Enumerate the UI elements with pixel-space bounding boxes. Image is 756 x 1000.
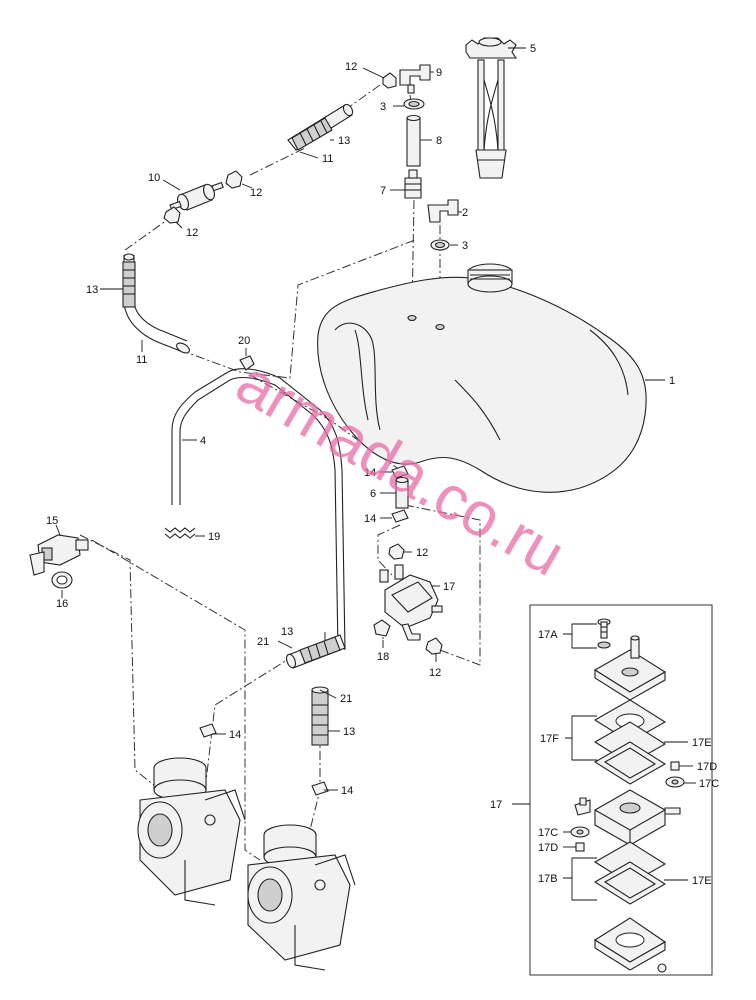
tube-8 [406, 114, 421, 167]
callout-8: 8 [436, 135, 442, 147]
callout-17F: 17F [540, 733, 559, 745]
hose-21-middle [285, 634, 346, 669]
carburetor-right [247, 824, 356, 971]
hose-6 [395, 476, 409, 509]
callout-17E-upper: 17E [692, 737, 712, 749]
nut-16 [51, 571, 73, 589]
leader-lines [55, 47, 696, 901]
pump-cover-top [593, 635, 667, 701]
callout-15: 15 [46, 515, 58, 527]
callout-17C-lower: 17C [538, 827, 558, 839]
clamp-12-pump-lower [425, 637, 443, 655]
callout-12-pump-lower: 12 [429, 667, 441, 679]
callout-17D-lower: 17D [538, 842, 558, 854]
callout-20: 20 [238, 335, 250, 347]
hose-21-lower [311, 686, 329, 746]
callout-13-left: 13 [86, 284, 98, 296]
callout-7: 7 [380, 185, 386, 197]
callout-labels: 1 2 3 3 4 5 6 7 8 9 10 11 11 12 12 12 12… [46, 43, 719, 887]
clip-20 [239, 355, 255, 371]
vent-fitting-lower [427, 199, 459, 223]
clamp-12-filter-left [163, 206, 181, 224]
callout-14-pump-top: 14 [364, 467, 376, 479]
callout-9: 9 [436, 67, 442, 79]
callout-14-pump-bottom: 14 [364, 513, 376, 525]
callout-11-left: 11 [136, 354, 147, 366]
clamp-14-left-carb [199, 723, 217, 738]
clamp-14-pump-bottom [391, 509, 409, 523]
callout-13-lower: 13 [343, 726, 355, 738]
callout-17A: 17A [538, 629, 558, 641]
callout-6: 6 [370, 488, 376, 500]
pump-cover-bottom [593, 917, 667, 973]
bracket-18 [373, 619, 391, 637]
fuel-gauge-sender [465, 37, 518, 179]
callout-17C-upper: 17C [699, 778, 719, 790]
valve-seat-17C-upper [665, 776, 685, 788]
callout-17-main: 17 [490, 799, 502, 811]
clamp-12-pump-upper [388, 543, 405, 560]
diaphragm-17E-mid [593, 741, 667, 785]
fuel-filter [169, 181, 224, 211]
clamp-14-right-carb [311, 781, 329, 796]
washer-17A [597, 641, 611, 649]
callout-19: 19 [208, 531, 220, 543]
fuel-tank [317, 263, 647, 493]
screw-17A [597, 618, 611, 639]
gasket-17B [593, 861, 667, 905]
clamp-14-pump-top [391, 465, 409, 479]
hose-11-upper [287, 103, 354, 151]
callout-3-upper: 3 [380, 101, 386, 113]
callout-4: 4 [200, 435, 206, 447]
spring-19 [164, 527, 196, 539]
hose-11-left [122, 253, 190, 354]
callout-21-middle: 21 [257, 636, 269, 648]
callout-13-upper: 13 [338, 135, 350, 147]
callout-10: 10 [148, 172, 160, 184]
callout-17-pump: 17 [443, 581, 455, 593]
carburetor-left [137, 757, 246, 906]
callout-17E-lower: 17E [692, 875, 712, 887]
pump-exploded-box [529, 604, 713, 976]
callout-14-right-carb: 14 [341, 785, 353, 797]
callout-21-lower: 21 [340, 693, 352, 705]
valve-17D-upper [670, 761, 680, 771]
vent-fitting-upper [399, 64, 431, 94]
callout-13-middle: 13 [281, 626, 293, 638]
callout-11-upper: 11 [322, 153, 333, 165]
callout-17D-upper: 17D [697, 761, 717, 773]
callout-3-lower: 3 [462, 240, 468, 252]
callout-12-pump-upper: 12 [416, 547, 428, 559]
clamp-12-filter-right [225, 170, 243, 189]
fuel-pump-assembly [379, 564, 443, 641]
vent-line-4 [171, 368, 346, 651]
pump-body-17 [574, 789, 681, 846]
callout-5: 5 [530, 43, 536, 55]
callout-17B: 17B [538, 873, 558, 885]
callout-18: 18 [377, 651, 389, 663]
diaphragm-17E-upper [593, 699, 667, 743]
fuel-valve-15 [29, 534, 89, 576]
callout-2: 2 [462, 207, 468, 219]
valve-17D-lower [575, 842, 585, 852]
callout-16: 16 [56, 598, 68, 610]
clamp-12-upper [382, 72, 397, 89]
callout-1: 1 [669, 375, 675, 387]
callout-14-left-carb: 14 [229, 729, 241, 741]
callout-12-top: 12 [345, 61, 357, 73]
callout-12-filter-right: 12 [250, 187, 262, 199]
callout-12-filter-left: 12 [186, 227, 198, 239]
grommet-3-upper [403, 98, 425, 110]
grommet-3-lower [430, 239, 450, 251]
valve-seat-17C-lower [570, 826, 590, 838]
check-valve-7 [404, 169, 422, 199]
